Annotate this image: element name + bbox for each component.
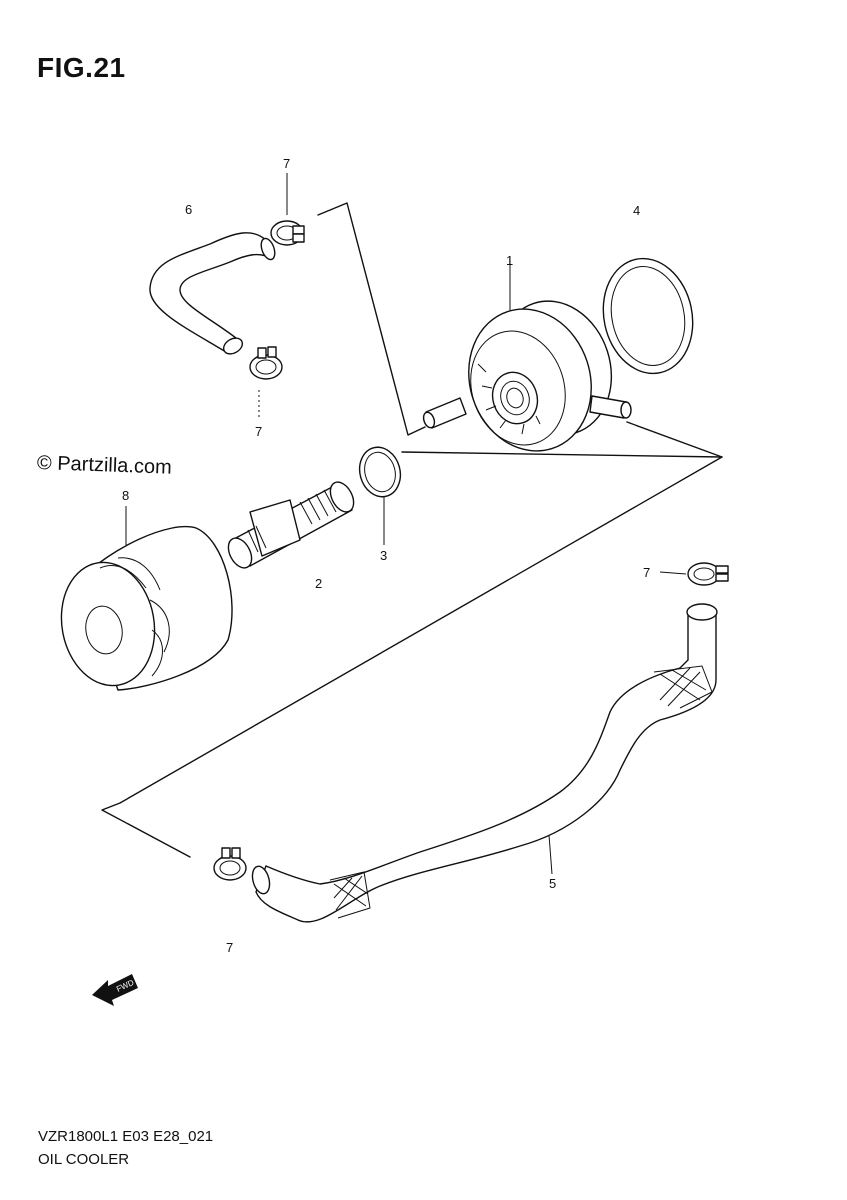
part-5-hose bbox=[251, 603, 718, 923]
callout-8: 8 bbox=[122, 488, 129, 503]
part-3-small-oring bbox=[358, 446, 402, 498]
part-4-oring bbox=[602, 257, 694, 375]
part-6-hose bbox=[149, 232, 276, 355]
clamp-7-upper-a bbox=[270, 220, 305, 246]
clamp-7-upper-b bbox=[249, 346, 283, 380]
callout-5: 5 bbox=[549, 876, 556, 891]
callout-7c: 7 bbox=[643, 565, 650, 580]
part-2-union-bolt bbox=[227, 481, 355, 569]
clamp-7-lower-b bbox=[213, 847, 247, 881]
callout-7b: 7 bbox=[255, 424, 262, 439]
callout-2: 2 bbox=[315, 576, 322, 591]
callout-7d: 7 bbox=[226, 940, 233, 955]
callout-6: 6 bbox=[185, 202, 192, 217]
footer-code: VZR1800L1 E03 E28_021 bbox=[38, 1128, 214, 1145]
part-1-oil-cooler bbox=[422, 300, 632, 452]
guide-lines bbox=[101, 173, 723, 875]
part-8-oil-filter bbox=[60, 526, 233, 691]
callout-4: 4 bbox=[633, 203, 640, 218]
callout-1: 1 bbox=[506, 253, 513, 268]
callout-7a: 7 bbox=[283, 156, 290, 171]
clamp-7-lower-a bbox=[687, 562, 729, 586]
footer-name: OIL COOLER bbox=[38, 1151, 130, 1168]
callout-3: 3 bbox=[380, 548, 387, 563]
figure-title: FIG.21 bbox=[37, 52, 126, 83]
fwd-arrow-icon: FWD bbox=[92, 974, 138, 1006]
